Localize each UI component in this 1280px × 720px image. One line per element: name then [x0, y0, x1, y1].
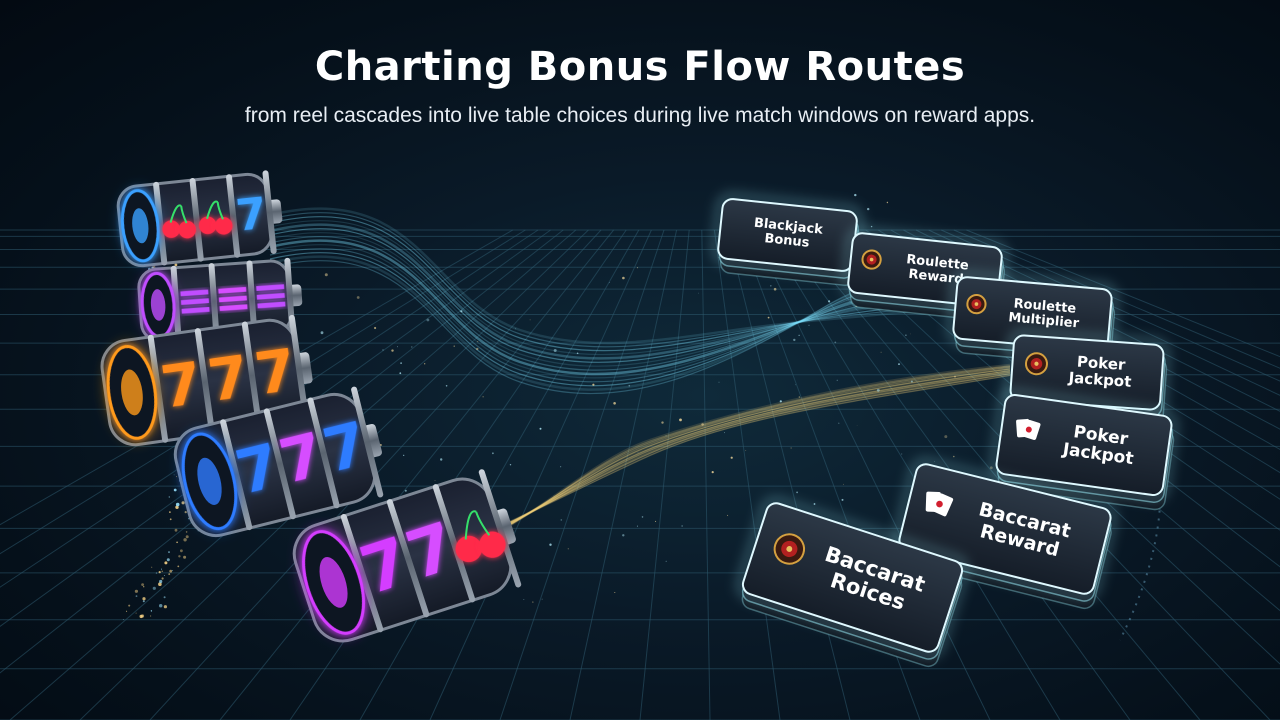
table-choice-card[interactable]: BlackjackBonus — [713, 194, 862, 286]
table-choice-card[interactable]: BaccaratReward — [891, 458, 1117, 610]
table-choice-card[interactable]: PokerJackpot — [990, 389, 1177, 511]
cherry-icon — [162, 204, 197, 239]
card-label: RouletteMultiplier — [1008, 296, 1082, 331]
page-subtitle: from reel cascades into live table choic… — [244, 104, 1036, 127]
table-cards-group: BlackjackBonusRouletteRewardRouletteMult… — [713, 194, 1177, 669]
roulette-wheel-icon — [1024, 352, 1048, 376]
seven-icon: 7 — [251, 336, 300, 409]
roulette-wheel-icon — [773, 533, 806, 565]
table-choice-card[interactable]: BaccaratRoices — [733, 497, 969, 669]
card-label: RouletteReward — [904, 252, 970, 288]
playing-cards-icon — [925, 491, 954, 517]
bar-symbol-icon — [180, 289, 210, 314]
card-label: BlackjackBonus — [752, 216, 824, 252]
seven-icon: 7 — [204, 343, 253, 416]
page-title: Charting Bonus Flow Routes — [314, 44, 966, 90]
bar-symbol-icon — [218, 286, 248, 311]
seven-icon: 7 — [234, 188, 270, 242]
slot-reel — [137, 257, 303, 343]
seven-icon: 7 — [157, 349, 206, 422]
playing-cards-icon — [1016, 418, 1041, 440]
roulette-icon — [861, 249, 882, 270]
cherry-icon — [455, 510, 506, 563]
slot-reel: 77 — [292, 469, 522, 643]
slot-reel: 7 — [116, 170, 283, 268]
slot-reel: 777 — [173, 386, 384, 538]
card-label: PokerJackpot — [1067, 352, 1133, 391]
bar-symbol-icon — [256, 284, 286, 309]
roulette-icon — [966, 294, 987, 315]
cherry-icon — [198, 200, 233, 235]
